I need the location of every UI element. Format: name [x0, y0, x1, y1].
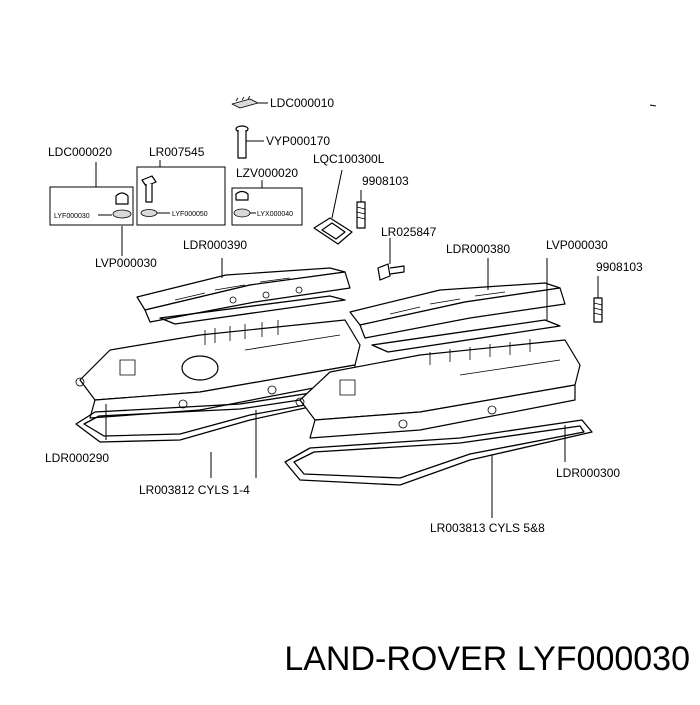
label-lr003813: LR003813 CYLS 5&8 [430, 521, 545, 535]
footer-title: LAND-ROVER LYF000030 [284, 640, 690, 678]
box-right [231, 180, 303, 226]
gasket-ldr000390 [159, 295, 346, 325]
label-lzv000020: LZV000020 [236, 166, 298, 180]
gasket-lr003813 [284, 419, 593, 486]
label-lyf000030-small: LYF000030 [54, 213, 90, 220]
tilde-mark [649, 104, 657, 107]
engine-cover-right [349, 258, 566, 339]
gasket-ldr000380 [371, 258, 561, 353]
bolt-lr025847 [377, 238, 405, 281]
engine-cover-left [136, 258, 351, 323]
label-lqc100300l: LQC100300L [313, 152, 385, 166]
stud-9908103-b [593, 276, 603, 323]
rocker-cover-left [75, 319, 361, 419]
clip-ldc000010 [231, 95, 268, 109]
label-ldc000010: LDC000010 [270, 96, 334, 110]
label-ldr000390: LDR000390 [183, 238, 247, 252]
rocker-cover-right [295, 339, 581, 439]
label-lr025847: LR025847 [381, 225, 437, 239]
label-lvp000030-b: LVP000030 [546, 238, 608, 252]
label-9908103-a: 9908103 [362, 174, 409, 188]
label-9908103-b: 9908103 [596, 260, 643, 274]
label-ldc000020: LDC000020 [48, 145, 112, 159]
label-lr003812: LR003812 CYLS 1-4 [139, 483, 250, 497]
label-ldr000380: LDR000380 [446, 242, 510, 256]
box-mid [136, 160, 226, 226]
label-vyp000170: VYP000170 [266, 134, 330, 148]
label-ldr000300: LDR000300 [556, 466, 620, 480]
label-lyf000050-small: LYF000050 [172, 211, 208, 218]
label-lvp000030-a: LVP000030 [95, 256, 157, 270]
cap-lqc100300l [313, 169, 353, 245]
label-lyx000040-small: LYX000040 [257, 211, 293, 218]
box-left [49, 162, 134, 226]
label-ldr000290: LDR000290 [45, 451, 109, 465]
stud-9908103-a [356, 190, 366, 229]
label-lr007545: LR007545 [149, 145, 205, 159]
bolt-vyp000170 [235, 125, 264, 159]
